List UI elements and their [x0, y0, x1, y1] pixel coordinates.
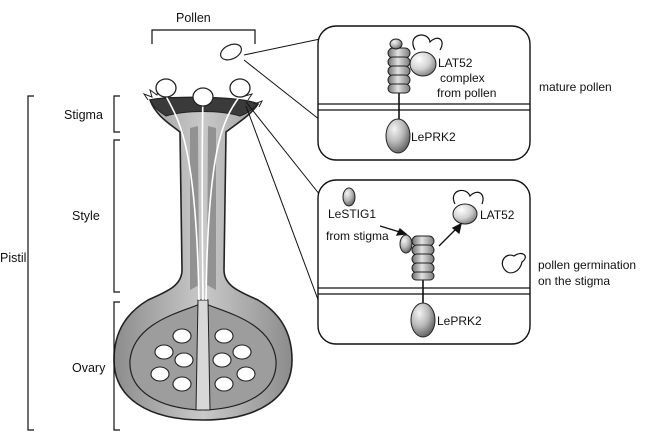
- top-small-domain: [390, 39, 402, 49]
- bottom-panel: LeSTIG1 from stigma LAT52 LePRK2: [318, 180, 530, 344]
- pistil-illustration: [114, 41, 292, 420]
- left-brackets: [28, 96, 120, 430]
- top-leprk2-ball: [386, 119, 410, 153]
- bottom-leprk2-ball: [411, 303, 435, 337]
- pollen-bracket: [152, 30, 255, 44]
- bottom-lat52-loop: [453, 190, 483, 204]
- zoom-lines: [244, 39, 320, 305]
- top-lrr-stack: [388, 48, 410, 93]
- bottom-free-lestig1: [343, 188, 355, 206]
- top-complex-label: complex: [440, 71, 485, 85]
- pollen-germination-label-line1: pollen germination: [538, 258, 636, 272]
- free-pollen-grain: [218, 41, 244, 63]
- pistil-label: Pistil: [0, 251, 26, 265]
- top-lat52-ball: [410, 52, 436, 76]
- pollen-label: Pollen: [176, 11, 211, 25]
- top-from-pollen-label: from pollen: [437, 86, 496, 100]
- placenta: [196, 300, 210, 410]
- bottom-lat52-ball: [453, 204, 477, 224]
- bottom-lestig1-label: LeSTIG1: [328, 207, 376, 221]
- bottom-from-stigma-label: from stigma: [326, 229, 389, 243]
- stigma-label: Stigma: [64, 108, 103, 122]
- pollen-germination-label-line2: on the stigma: [538, 274, 610, 288]
- bottom-lat52-label: LAT52: [480, 208, 515, 222]
- bottom-leprk2-label: LePRK2: [437, 314, 482, 328]
- mature-pollen-label: mature pollen: [539, 80, 612, 94]
- bottom-bound-lestig1: [400, 235, 412, 253]
- bottom-lrr-stack: [412, 236, 434, 280]
- top-leprk2-label: LePRK2: [411, 130, 456, 144]
- style-label: Style: [72, 209, 100, 223]
- top-panel: LAT52 complex from pollen LePRK2: [318, 26, 530, 160]
- style-channel-right: [207, 126, 216, 290]
- top-lat52-label: LAT52: [438, 56, 473, 70]
- ovary-label: Ovary: [72, 361, 106, 375]
